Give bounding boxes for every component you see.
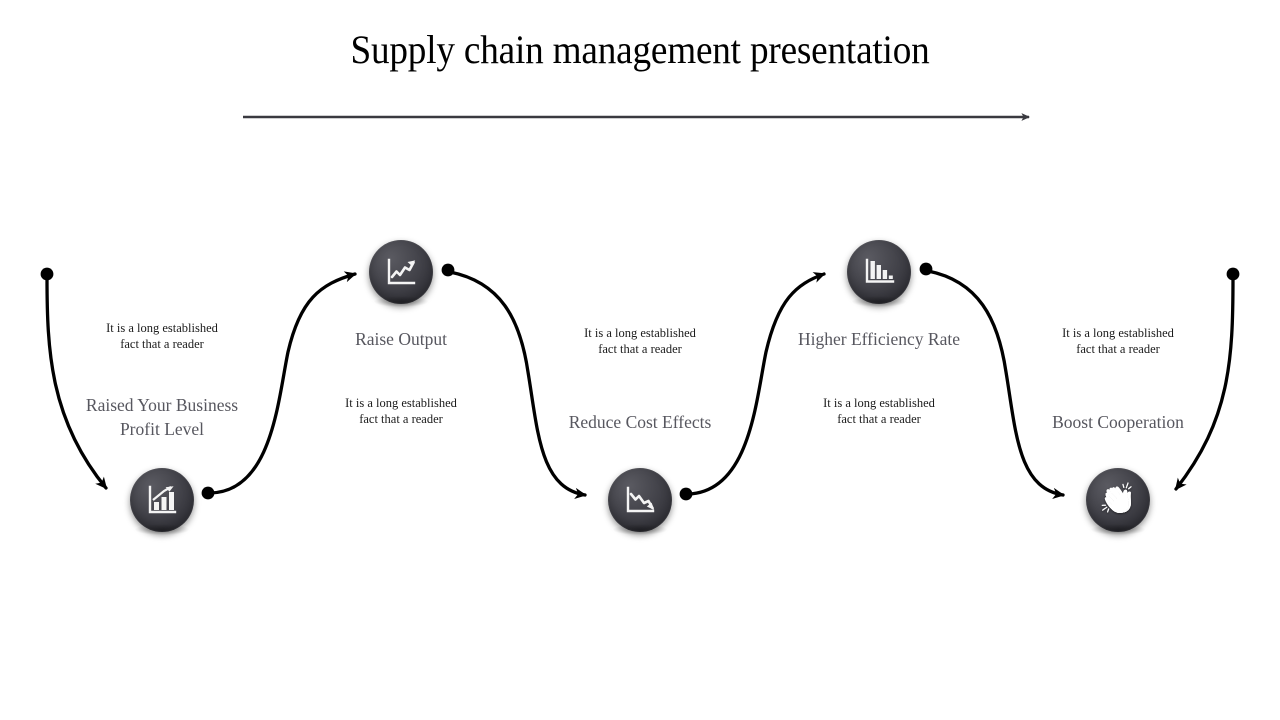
step-5-body-line-1: It is a long established — [1062, 326, 1174, 340]
step-5-body: It is a long established fact that a rea… — [993, 326, 1243, 358]
step-3-heading: Reduce Cost Effects — [515, 410, 765, 434]
step-4-body-line-2: fact that a reader — [837, 411, 921, 426]
step-1-body-line-1: It is a long established — [106, 321, 218, 335]
connector-1-to-2 — [201, 271, 357, 500]
page-title: Supply chain management presentation — [350, 27, 930, 72]
step-node-3[interactable] — [608, 468, 672, 536]
step-4-body-line-1: It is a long established — [823, 396, 935, 410]
step-2-heading-line-1: Raise Output — [355, 329, 447, 349]
step-1-body-line-2: fact that a reader — [120, 336, 204, 351]
step-1-body: It is a long established fact that a rea… — [37, 321, 287, 353]
connector-2-to-3 — [441, 263, 587, 499]
step-1-heading-line-2: Profit Level — [119, 419, 205, 440]
step-2-body-line-1: It is a long established — [345, 396, 457, 410]
line-chart-down-icon — [623, 483, 657, 517]
step-4-heading: Higher Efficiency Rate — [754, 327, 1004, 351]
step-2-body: It is a long established fact that a rea… — [276, 396, 526, 428]
clapping-hands-icon: 👏 — [1099, 483, 1137, 516]
step-3-heading-line-1: Reduce Cost Effects — [568, 412, 712, 432]
step-2-body-line-2: fact that a reader — [359, 411, 443, 426]
line-chart-up-icon — [384, 255, 418, 289]
step-node-1[interactable] — [130, 468, 194, 536]
connector-4-to-5 — [919, 262, 1065, 499]
step-4-body: It is a long established fact that a rea… — [754, 396, 1004, 428]
connector-3-to-4 — [679, 272, 826, 501]
step-node-2[interactable] — [369, 240, 433, 308]
step-5-heading: Boost Cooperation — [993, 410, 1243, 434]
step-3-body: It is a long established fact that a rea… — [515, 326, 765, 358]
connector-entry — [40, 267, 108, 490]
step-1-heading-line-1: Raised Your Business — [85, 395, 239, 415]
bar-chart-descending-icon — [862, 255, 896, 289]
step-1-heading: Raised Your Business Profit Level — [37, 393, 287, 441]
step-node-4[interactable] — [847, 240, 911, 308]
bar-chart-up-icon — [145, 483, 179, 517]
step-5-body-line-2: fact that a reader — [1076, 341, 1160, 356]
step-4-heading-line-1: Higher Efficiency Rate — [798, 329, 960, 349]
step-2-heading: Raise Output — [276, 327, 526, 351]
step-node-5[interactable]: 👏 — [1086, 468, 1150, 536]
connector-exit — [1174, 267, 1240, 491]
step-3-body-line-2: fact that a reader — [598, 341, 682, 356]
step-5-heading-line-1: Boost Cooperation — [1052, 412, 1184, 432]
step-3-body-line-1: It is a long established — [584, 326, 696, 340]
